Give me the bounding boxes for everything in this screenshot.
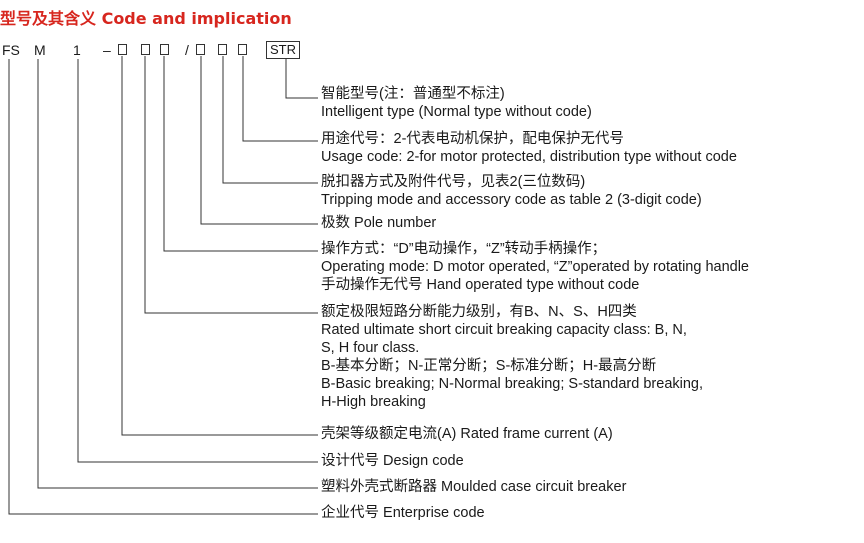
desc-line: Intelligent type (Normal type without co… [321,104,592,120]
desc-line: Usage code: 2-for motor protected, distr… [321,149,737,165]
desc-line: Operating mode: D motor operated, “Z”ope… [321,259,749,275]
leader-breaking [144,56,318,314]
desc-design: 设计代号 Design code [321,452,464,470]
leader-pole [200,56,318,225]
leader-frame [121,56,318,436]
code-box-breaking [141,44,150,55]
desc-enterprise: 企业代号 Enterprise code [321,504,485,522]
leader-str [285,59,318,99]
desc-breaking: 额定极限短路分断能力级别，有B、N、S、H四类 Rated ultimate s… [321,303,703,411]
desc-line: 设计代号 Design code [321,453,464,469]
leader-usage [242,56,318,142]
desc-line: Tripping mode and accessory code as tabl… [321,192,702,208]
desc-line: 塑料外壳式断路器 Moulded case circuit breaker [321,479,627,495]
code-box-usage [238,44,247,55]
desc-line: S, H four class. [321,340,420,356]
desc-frame: 壳架等级额定电流(A) Rated frame current (A) [321,425,613,443]
desc-pole: 极数 Pole number [321,214,436,232]
leader-operating [163,56,318,252]
code-box-operating [160,44,169,55]
code-box-pole [196,44,205,55]
desc-line: 用途代号：2-代表电动机保护，配电保护无代号 [321,131,624,147]
desc-line: 极数 Pole number [321,215,437,231]
code-dash: – [103,42,111,58]
desc-operating: 操作方式：“D”电动操作，“Z”转动手柄操作； Operating mode: … [321,240,749,294]
code-str: STR [266,41,300,59]
page-title: 型号及其含义 Code and implication [0,9,292,28]
desc-line: B-Basic breaking; N-Normal breaking; S-s… [321,376,704,392]
leader-moulded [37,59,318,489]
desc-moulded: 塑料外壳式断路器 Moulded case circuit breaker [321,478,626,496]
desc-tripping: 脱扣器方式及附件代号，见表2(三位数码) Tripping mode and a… [321,173,702,209]
desc-line: B-基本分断；N-正常分断；S-标准分断；H-最高分断 [321,358,657,374]
desc-line: 企业代号 Enterprise code [321,505,485,521]
desc-usage: 用途代号：2-代表电动机保护，配电保护无代号 Usage code: 2-for… [321,130,737,166]
code-slash: / [185,42,189,58]
code-box-frame [118,44,127,55]
code-box-tripping [218,44,227,55]
code-fs: FS [2,42,20,58]
desc-line: 智能型号(注：普通型不标注) [321,86,505,102]
leader-enterprise [8,59,318,515]
desc-line: H-High breaking [321,394,426,410]
desc-line: 手动操作无代号 Hand operated type without code [321,277,640,293]
desc-line: 脱扣器方式及附件代号，见表2(三位数码) [321,174,586,190]
desc-str: 智能型号(注：普通型不标注) Intelligent type (Normal … [321,85,592,121]
code-frame-current: 1 [73,42,81,58]
desc-line: Rated ultimate short circuit breaking ca… [321,322,687,338]
desc-line: 壳架等级额定电流(A) Rated frame current (A) [321,426,613,442]
leader-design [77,59,318,463]
code-m: M [34,42,46,58]
desc-line: 操作方式：“D”电动操作，“Z”转动手柄操作； [321,241,607,257]
desc-line: 额定极限短路分断能力级别，有B、N、S、H四类 [321,304,637,320]
leader-tripping [222,56,318,184]
